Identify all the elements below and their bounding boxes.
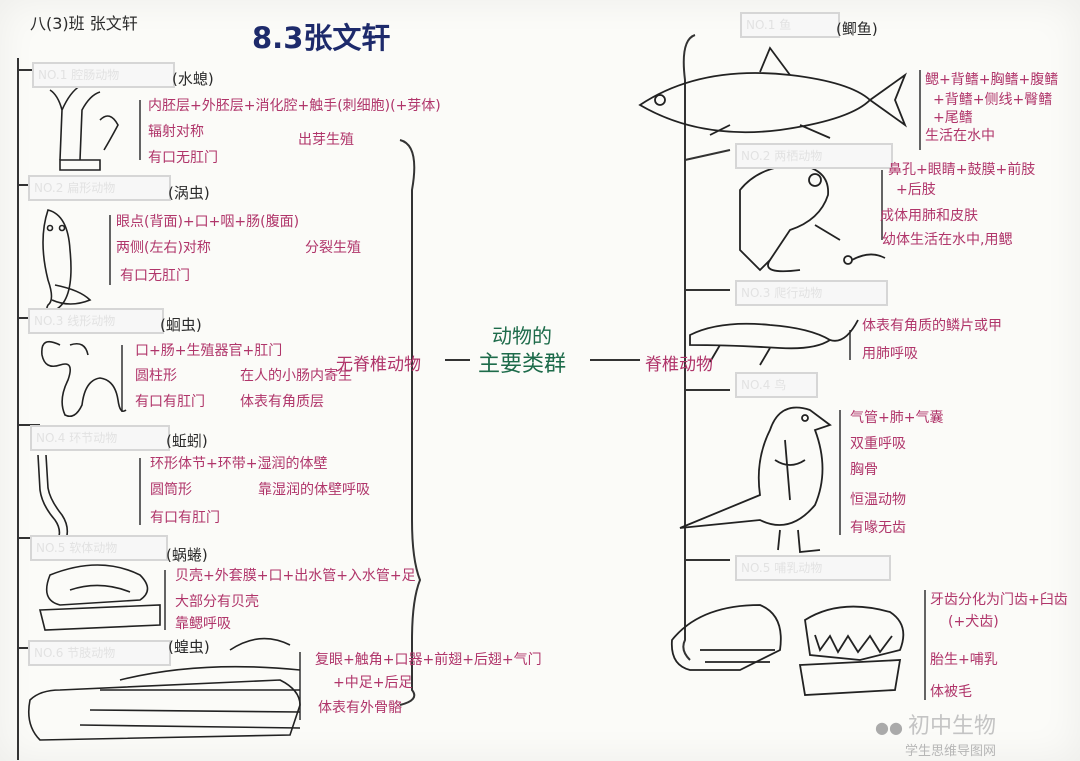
right-animal-label-1: (鲫鱼) bbox=[836, 20, 878, 38]
right-group-box-2: NO.2 两栖动物 bbox=[735, 143, 893, 169]
earthworm-drawing bbox=[37, 454, 69, 541]
right-point-5-2: (+犬齿) bbox=[948, 614, 999, 630]
lizard-drawing bbox=[689, 319, 859, 366]
point-3-5: 体表有角质层 bbox=[240, 394, 324, 410]
point-5-1: 贝壳+外套膜+口+出水管+入水管+足 bbox=[175, 568, 416, 584]
branch-invertebrate: 无脊椎动物 bbox=[336, 355, 421, 375]
right-point-1-3: +尾鳍 bbox=[933, 110, 973, 126]
right-point-4-3: 胸骨 bbox=[850, 462, 878, 478]
watermark: ●● 初中生物 bbox=[875, 708, 996, 740]
snail-drawing bbox=[38, 564, 161, 631]
point-1-3: 有口无肛门 bbox=[148, 150, 218, 166]
group-box-4: NO.4 环节动物 bbox=[30, 425, 170, 451]
right-point-2-1: 鼻孔+眼睛+鼓膜+前肢 bbox=[888, 162, 1036, 178]
right-point-4-2: 双重呼吸 bbox=[850, 436, 906, 452]
point-3-4: 有口有肛门 bbox=[135, 394, 205, 410]
right-group-box-3: NO.3 爬行动物 bbox=[735, 280, 888, 306]
central-topic-line1: 动物的 bbox=[492, 324, 552, 348]
central-topic: 动物的 主要类群 bbox=[478, 322, 566, 381]
right-group-box-1: NO.1 鱼 bbox=[740, 12, 840, 38]
class-name: 八(3)班 张文轩 bbox=[30, 14, 138, 33]
right-point-4-4: 恒温动物 bbox=[850, 492, 906, 508]
wechat-icon: ●● bbox=[875, 718, 903, 737]
skull-drawing bbox=[670, 604, 905, 696]
right-point-2-4: 幼体生活在水中,用鳃 bbox=[882, 232, 1013, 248]
animal-label-1: (水螅) bbox=[172, 70, 214, 88]
right-point-4-5: 有喙无齿 bbox=[850, 520, 906, 536]
branch-vertebrate: 脊椎动物 bbox=[645, 355, 713, 375]
point-6-1: 复眼+触角+口器+前翅+后翅+气门 bbox=[315, 652, 542, 668]
point-5-2: 大部分有贝壳 bbox=[175, 594, 259, 610]
animal-label-6: (蝗虫) bbox=[168, 638, 210, 656]
point-4-1: 环形体节+环带+湿润的体壁 bbox=[150, 456, 328, 472]
watermark-line1: 初中生物 bbox=[908, 714, 997, 739]
planarian-drawing bbox=[42, 209, 92, 312]
point-4-3: 靠湿润的体壁呼吸 bbox=[258, 482, 370, 498]
fish-drawing bbox=[638, 46, 907, 139]
grasshopper-drawing bbox=[27, 637, 301, 741]
watermark-site: 学生思维导图网 bbox=[905, 744, 997, 759]
frog-drawing bbox=[739, 164, 886, 273]
point-4-2: 圆筒形 bbox=[150, 482, 192, 498]
point-2-1: 眼点(背面)+口+咽+肠(腹面) bbox=[116, 214, 300, 230]
roundworm-drawing bbox=[41, 340, 127, 418]
group-box-3: NO.3 线形动物 bbox=[28, 308, 164, 334]
right-point-3-1: 体表有角质的鳞片或甲 bbox=[862, 318, 1002, 334]
right-point-1-4: 生活在水中 bbox=[925, 128, 995, 144]
right-group-box-4: NO.4 鸟 bbox=[735, 372, 818, 398]
point-1-1: 内胚层+外胚层+消化腔+触手(刺细胞)(+芽体) bbox=[148, 98, 441, 114]
point-3-2: 圆柱形 bbox=[135, 368, 177, 384]
right-point-4-1: 气管+肺+气囊 bbox=[850, 410, 944, 426]
right-point-2-3: 成体用肺和皮肤 bbox=[880, 208, 978, 224]
group-box-2: NO.2 扁形动物 bbox=[28, 175, 171, 201]
point-3-3: 在人的小肠内寄生 bbox=[240, 368, 352, 384]
group-box-5: NO.5 软体动物 bbox=[30, 535, 168, 561]
right-point-5-3: 胎生+哺乳 bbox=[930, 652, 998, 668]
right-point-2-2: +后肢 bbox=[896, 182, 936, 198]
page-title: 8.3张文轩 bbox=[252, 21, 391, 55]
right-point-1-2: +背鳍+侧线+臀鳍 bbox=[933, 92, 1053, 108]
point-5-3: 靠鳃呼吸 bbox=[175, 616, 231, 632]
animal-label-2: (涡虫) bbox=[168, 184, 210, 202]
point-2-2: 两侧(左右)对称 bbox=[116, 240, 211, 256]
pigeon-drawing bbox=[679, 406, 832, 553]
point-1-2: 辐射对称 bbox=[148, 124, 204, 140]
point-6-2: +中足+后足 bbox=[333, 675, 413, 691]
point-4-4: 有口有肛门 bbox=[150, 510, 220, 526]
group-box-1: NO.1 腔肠动物 bbox=[32, 62, 175, 88]
point-1-4: 出芽生殖 bbox=[298, 132, 354, 148]
right-point-5-4: 体被毛 bbox=[930, 684, 972, 700]
point-2-3: 分裂生殖 bbox=[305, 240, 361, 256]
right-point-3-2: 用肺呼吸 bbox=[862, 346, 918, 362]
animal-label-4: (蚯蚓) bbox=[166, 432, 208, 450]
animal-label-5: (蜗蜷) bbox=[166, 546, 208, 564]
group-box-6: NO.6 节肢动物 bbox=[28, 640, 171, 666]
point-6-3: 体表有外骨骼 bbox=[318, 700, 402, 716]
right-group-box-5: NO.5 哺乳动物 bbox=[735, 555, 891, 581]
point-3-1: 口+肠+生殖器官+肛门 bbox=[135, 343, 283, 359]
central-topic-line2: 主要类群 bbox=[478, 352, 567, 377]
point-2-4: 有口无肛门 bbox=[120, 268, 190, 284]
right-point-1-1: 鳃+背鳍+胸鳍+腹鳍 bbox=[925, 72, 1059, 88]
right-point-5-1: 牙齿分化为门齿+臼齿 bbox=[930, 592, 1068, 608]
animal-label-3: (蛔虫) bbox=[160, 316, 202, 334]
hydra-drawing bbox=[49, 85, 119, 171]
